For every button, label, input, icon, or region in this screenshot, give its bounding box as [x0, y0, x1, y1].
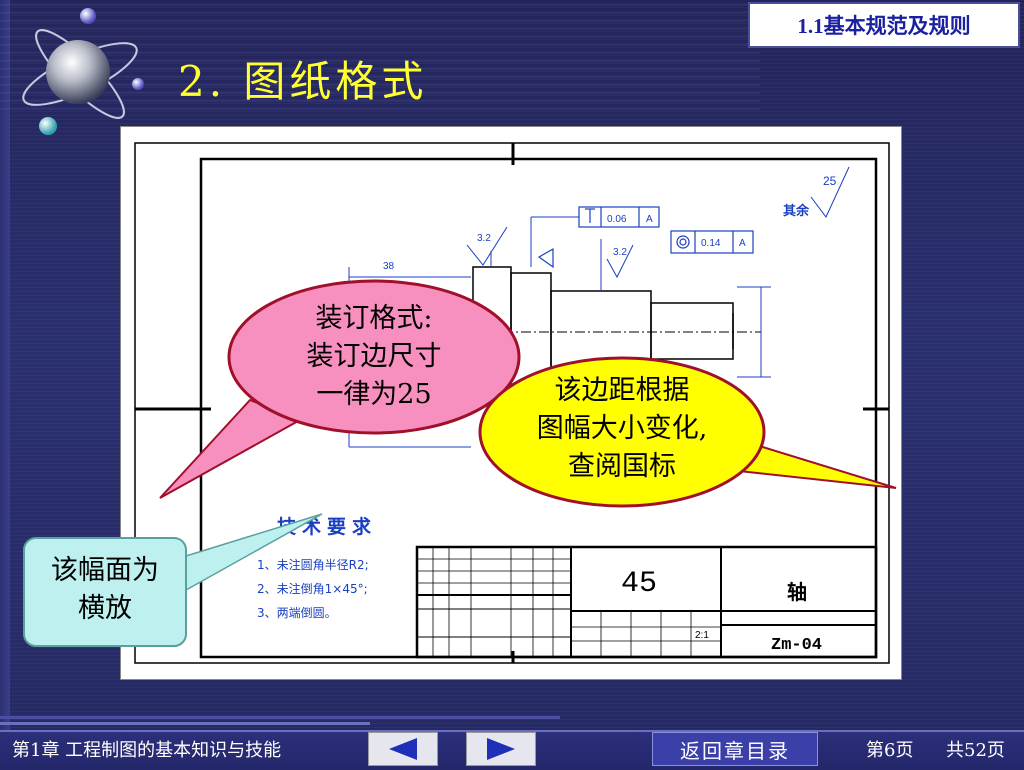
callout-layer: [23, 279, 897, 647]
page-total: 共52页: [946, 740, 1005, 761]
drawing-number-text: Zm-04: [771, 636, 822, 655]
arrow-left-icon: [389, 738, 417, 760]
binding-callout-line-1: 装订格式:: [315, 303, 433, 334]
page-title: 2. 图纸格式: [178, 57, 428, 106]
roughness-a: 3.2: [477, 233, 491, 244]
roughness-b: 3.2: [613, 247, 627, 258]
binding-callout-text: 装订格式: 装订边尺寸 一律为25: [274, 300, 474, 414]
next-page-button[interactable]: [466, 732, 536, 766]
orientation-callout-line-2: 横放: [78, 593, 132, 624]
prev-page-button[interactable]: [368, 732, 438, 766]
roughness-other-label: 其余: [783, 203, 810, 219]
margin-callout-line-3: 查阅国标: [568, 451, 676, 482]
section-tag: 1.1基本规范及规则: [748, 2, 1020, 48]
left-edge-stripe: [0, 0, 10, 768]
footer-deco-line-2: [0, 722, 370, 725]
orientation-callout-text: 该幅面为 横放: [28, 552, 182, 628]
tol-perp-value: 0.06: [607, 214, 627, 225]
margin-callout-bubble: [478, 356, 766, 508]
roughness-other-value: 25: [823, 174, 837, 188]
tech-req-item-3: 3、两端倒圆。: [257, 606, 337, 620]
tol-conc-value: 0.14: [701, 238, 721, 249]
page-current: 第6页: [866, 740, 914, 761]
orientation-callout-tail: [185, 513, 323, 592]
arrow-right-icon: [487, 738, 515, 760]
chapter-label: 第1章 工程制图的基本知识与技能: [12, 740, 282, 761]
margin-callout-line-2: 图幅大小变化,: [536, 413, 708, 444]
tech-req-item-2: 2、未注倒角1×45°;: [257, 581, 368, 596]
binding-callout-line-2: 装订边尺寸: [306, 341, 442, 372]
tol-perp-datum: A: [646, 214, 653, 225]
scale-text: 2:1: [695, 630, 709, 641]
material-text: 45: [621, 567, 657, 601]
binding-callout-line-3: 一律为25: [316, 379, 432, 410]
dim-length: 38: [383, 261, 395, 272]
margin-callout-line-1: 该边距根据: [554, 375, 690, 406]
tech-req-item-1: 1、未注圆角半径R2;: [257, 557, 369, 572]
orientation-callout-line-1: 该幅面为: [51, 555, 159, 586]
return-chapter-toc-button[interactable]: 返回章目录: [652, 732, 818, 766]
orientation-callout-box: [23, 537, 187, 647]
header-texture: [0, 0, 760, 110]
tol-conc-datum: A: [739, 238, 746, 249]
binding-callout-bubble: [227, 279, 521, 435]
title-block: [415, 545, 878, 659]
part-name-text: 轴: [787, 580, 807, 604]
atom-logo-icon: [22, 8, 144, 135]
tolerance-frames: [537, 206, 754, 269]
footer-deco-line: [0, 716, 560, 719]
margin-callout-text: 该边距根据 图幅大小变化, 查阅国标: [510, 372, 734, 486]
